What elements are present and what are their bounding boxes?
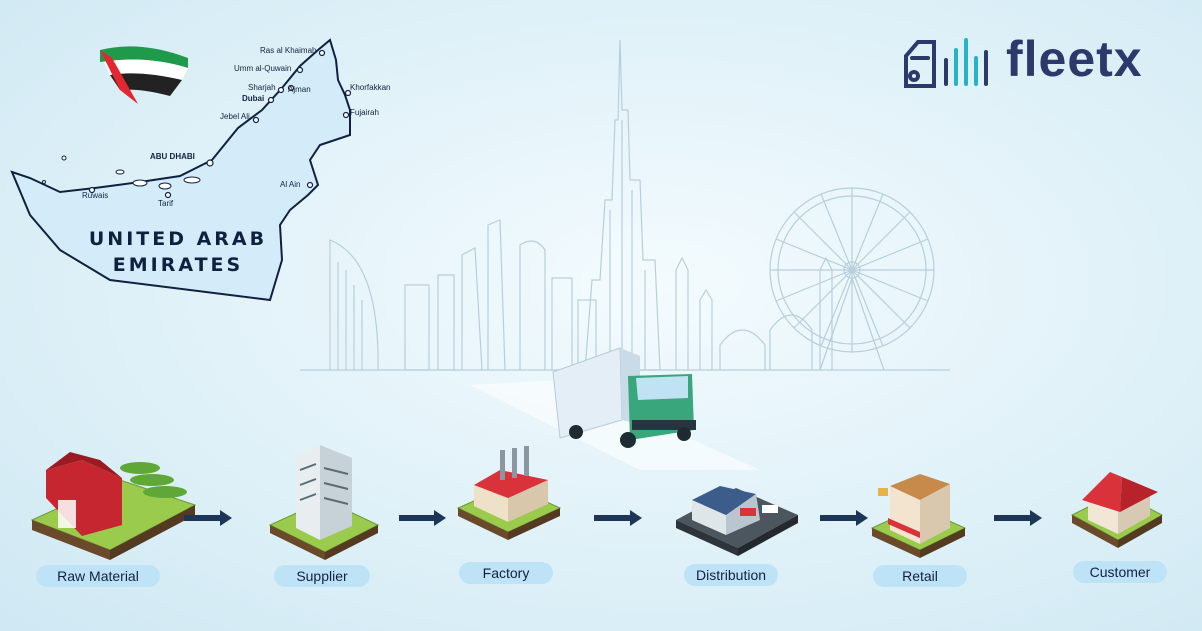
stage-label-distribution: Distribution xyxy=(684,564,778,586)
retail-shop-icon xyxy=(870,474,967,558)
stage-label-customer: Customer xyxy=(1073,561,1167,583)
stage-label-retail: Retail xyxy=(873,565,967,587)
city-label: Dubai xyxy=(242,94,265,103)
brand-name: fleetx xyxy=(1006,31,1143,87)
uae-flag-icon xyxy=(100,46,188,104)
warehouse-icon xyxy=(676,486,798,556)
house-icon xyxy=(1070,472,1164,548)
map-title-line1: UNITED ARAB xyxy=(88,228,268,250)
barn-farm-icon xyxy=(30,452,197,560)
factory-icon xyxy=(456,446,562,540)
map-title-line2: EMIRATES xyxy=(112,254,244,276)
stage-label-raw-material: Raw Material xyxy=(36,565,160,587)
truck-signal-icon xyxy=(904,38,988,88)
city-label: ABU DHABI xyxy=(150,152,195,161)
city-label: Jebel Ali xyxy=(220,112,250,121)
city-label: Khorfakkan xyxy=(350,83,391,92)
uae-map-outline xyxy=(10,38,351,302)
city-label: Ras al Khaimah xyxy=(260,46,317,55)
city-label: Ruwais xyxy=(82,191,109,200)
stage-label-factory: Factory xyxy=(459,562,553,584)
arrow-right-icon xyxy=(184,510,1042,526)
stage-label-supplier: Supplier xyxy=(274,565,370,587)
office-building-icon xyxy=(268,445,380,560)
brand-logo: fleetx xyxy=(900,28,1143,90)
city-label: Umm al-Quwain xyxy=(234,64,292,73)
city-label: Al Ain xyxy=(280,180,301,189)
map-title: UNITED ARAB EMIRATES xyxy=(80,226,276,278)
city-label: Tarif xyxy=(158,199,174,208)
city-label: Fujairah xyxy=(350,108,379,117)
city-label: Sharjah xyxy=(248,83,276,92)
city-label: Ajman xyxy=(288,85,311,94)
